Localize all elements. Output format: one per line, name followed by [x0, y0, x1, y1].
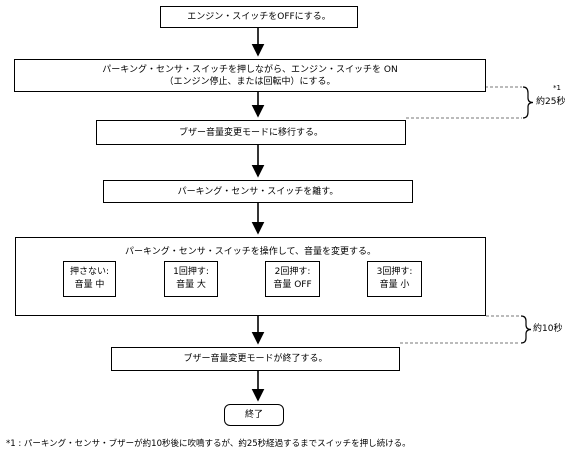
step-hold-switch-engine-on: パーキング・センサ・スイッチを押しながら、エンジン・スイッチを ON （エンジン…: [14, 59, 486, 92]
brace-25s: [522, 86, 534, 119]
step-release-switch-text: パーキング・センサ・スイッチを離す。: [177, 186, 339, 197]
step-enter-volume-mode: ブザー音量変更モードに移行する。: [96, 120, 406, 145]
option-press-3: 3回押す: 音量 小: [367, 261, 422, 297]
footnote: *1 : パーキング・センサ・ブザーが約10秒後に吹鳴するが、約25秒経過するま…: [6, 439, 411, 449]
option-press-2-line2: 音量 OFF: [273, 280, 312, 290]
step-engine-off: エンジン・スイッチをOFFにする。: [160, 6, 358, 28]
step-release-switch: パーキング・センサ・スイッチを離す。: [103, 180, 413, 203]
step-hold-switch-line1: パーキング・センサ・スイッチを押しながら、エンジン・スイッチを ON: [102, 64, 398, 75]
step-change-volume-text: パーキング・センサ・スイッチを操作して、音量を変更する。: [124, 247, 376, 257]
option-no-press-line2: 音量 中: [74, 280, 105, 290]
option-press-3-line2: 音量 小: [379, 280, 410, 290]
step-engine-off-text: エンジン・スイッチをOFFにする。: [187, 12, 331, 22]
step-exit-volume-mode: ブザー音量変更モードが終了する。: [111, 347, 400, 371]
option-no-press: 押さない: 音量 中: [63, 261, 116, 297]
timing-label-25s: 約25秒: [536, 97, 566, 107]
timing-footnote-mark: *1: [553, 84, 561, 92]
option-press-2: 2回押す: 音量 OFF: [265, 261, 320, 297]
timing-label-10s: 約10秒: [533, 324, 563, 334]
option-press-2-line1: 2回押す:: [274, 267, 311, 277]
end-terminal: 終了: [224, 404, 284, 426]
option-press-3-line1: 3回押す:: [376, 267, 413, 277]
option-no-press-line1: 押さない:: [69, 267, 110, 277]
option-press-1-line2: 音量 大: [176, 280, 206, 290]
option-press-1-line1: 1回押す:: [173, 267, 209, 277]
brace-10s: [520, 315, 532, 344]
step-hold-switch-line2: （エンジン停止、または回転中）にする。: [164, 76, 336, 87]
end-terminal-text: 終了: [244, 410, 263, 420]
option-press-1: 1回押す: 音量 大: [164, 261, 218, 297]
step-enter-volume-mode-text: ブザー音量変更モードに移行する。: [178, 127, 323, 138]
step-exit-volume-mode-text: ブザー音量変更モードが終了する。: [183, 354, 328, 364]
